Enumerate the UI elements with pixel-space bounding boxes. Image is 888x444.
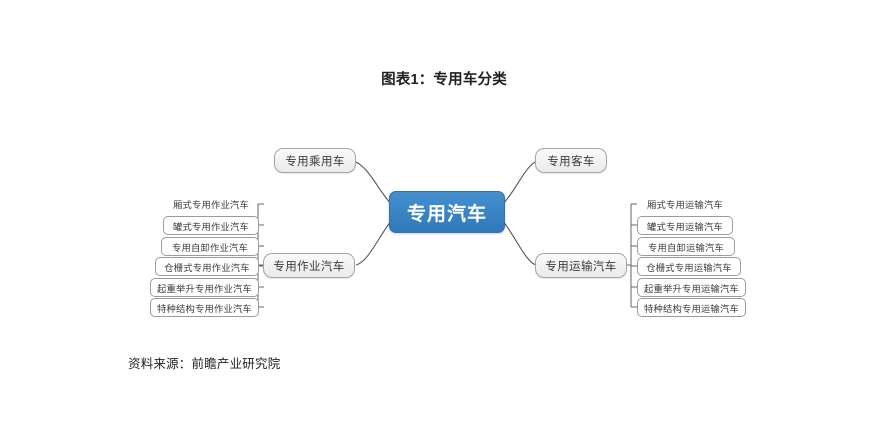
center-node-label: 专用汽车 <box>406 203 487 225</box>
leaf-node-transport-4[interactable]: 仓栅式专用运输汽车 <box>637 257 741 276</box>
leaf-node-operation-6[interactable]: 特种结构专用作业汽车 <box>150 298 259 317</box>
branch-node-bus[interactable]: 专用客车 <box>535 148 607 173</box>
leaf-node-operation-2[interactable]: 罐式专用作业汽车 <box>163 216 259 235</box>
leaf-node-label: 厢式专用运输汽车 <box>647 200 723 210</box>
leaf-node-operation-3[interactable]: 专用自卸作业汽车 <box>161 237 259 256</box>
leaf-node-label: 仓栅式专用运输汽车 <box>646 262 732 273</box>
leaf-node-transport-2[interactable]: 罐式专用运输汽车 <box>637 216 733 235</box>
leaf-node-label: 起重举升专用作业汽车 <box>157 283 252 294</box>
leaf-node-transport-3[interactable]: 专用自卸运输汽车 <box>637 237 735 256</box>
branch-node-passenger[interactable]: 专用乘用车 <box>274 148 356 173</box>
leaf-node-operation-4[interactable]: 仓栅式专用作业汽车 <box>155 257 259 276</box>
leaf-node-label: 专用自卸运输汽车 <box>648 242 724 253</box>
branch-node-label: 专用运输汽车 <box>545 260 617 273</box>
leaf-node-label: 起重举升专用运输汽车 <box>644 283 739 294</box>
leaf-node-label: 特种结构专用作业汽车 <box>157 303 252 314</box>
leaf-node-label: 罐式专用运输汽车 <box>647 221 723 232</box>
leaf-node-operation-5[interactable]: 起重举升专用作业汽车 <box>150 278 259 297</box>
branch-node-label: 专用乘用车 <box>285 155 345 168</box>
leaf-node-label: 仓栅式专用作业汽车 <box>164 262 250 273</box>
branch-node-label: 专用客车 <box>547 155 595 168</box>
leaf-node-operation-1[interactable]: 厢式专用作业汽车 <box>163 195 259 213</box>
leaf-node-transport-5[interactable]: 起重举升专用运输汽车 <box>637 278 746 297</box>
leaf-node-transport-6[interactable]: 特种结构专用运输汽车 <box>637 298 746 317</box>
leaf-node-label: 罐式专用作业汽车 <box>173 221 249 232</box>
chart-title: 图表1：专用车分类 <box>381 72 507 88</box>
leaf-node-transport-1[interactable]: 厢式专用运输汽车 <box>637 195 733 213</box>
branch-node-label: 专用作业汽车 <box>273 260 345 273</box>
source-note: 资料来源：前瞻产业研究院 <box>128 357 281 371</box>
branch-node-operation[interactable]: 专用作业汽车 <box>263 253 355 278</box>
leaf-node-label: 专用自卸作业汽车 <box>172 242 248 253</box>
leaf-node-label: 厢式专用作业汽车 <box>173 200 249 210</box>
branch-node-transport[interactable]: 专用运输汽车 <box>535 253 627 278</box>
center-node-special-vehicle[interactable]: 专用汽车 <box>389 191 505 233</box>
leaf-node-label: 特种结构专用运输汽车 <box>644 303 739 314</box>
